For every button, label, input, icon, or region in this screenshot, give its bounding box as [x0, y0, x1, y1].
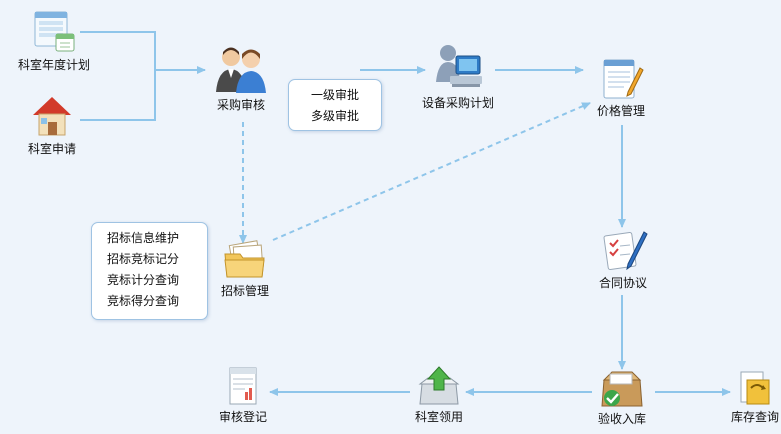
- node-annual-plan[interactable]: 科室年度计划: [12, 10, 96, 72]
- purchase-review-label: 采购审核: [216, 98, 265, 112]
- calendar-plan-icon: [34, 11, 75, 52]
- price-management-label: 价格管理: [596, 104, 645, 118]
- tender-function-1[interactable]: 招标信息维护: [107, 231, 180, 245]
- node-dept-request[interactable]: 科室申请: [18, 94, 86, 156]
- node-receipt-storage[interactable]: 验收入库: [583, 370, 661, 426]
- node-review-register[interactable]: 审核登记: [207, 366, 279, 424]
- equipment-plan-label: 设备采购计划: [421, 96, 494, 110]
- dept-request-label: 科室申请: [27, 142, 76, 156]
- computer-user-icon: [436, 45, 482, 87]
- box-upload-icon: [418, 366, 460, 405]
- node-inventory-query[interactable]: 库存查询: [726, 366, 781, 424]
- annual-plan-label: 科室年度计划: [17, 58, 90, 72]
- node-price-management[interactable]: 价格管理: [586, 58, 656, 118]
- node-equipment-plan[interactable]: 设备采购计划: [416, 42, 500, 110]
- document-edit-icon: [603, 59, 644, 99]
- dept-requisition-label: 科室领用: [414, 410, 463, 424]
- connector-plan-to-review: [80, 31, 156, 70]
- people-reviewers-icon: [216, 47, 266, 93]
- box-check-icon: [601, 371, 643, 407]
- tender-functions-bubble: 招标信息维护 招标竞标记分 竞标计分查询 竞标得分查询: [91, 222, 208, 320]
- arrow-tender-to-price: [272, 102, 591, 241]
- tender-function-3[interactable]: 竞标计分查询: [107, 273, 180, 287]
- connector-request-to-review: [80, 70, 156, 121]
- receipt-storage-label: 验收入库: [597, 412, 646, 426]
- review-register-label: 审核登记: [218, 410, 267, 424]
- contract-agreement-label: 合同协议: [598, 276, 647, 290]
- report-sheet-icon: [229, 367, 257, 405]
- tender-function-4[interactable]: 竞标得分查询: [107, 294, 180, 308]
- review-level-1[interactable]: 一级审批: [311, 88, 360, 102]
- folder-documents-icon: [224, 240, 265, 278]
- house-icon: [33, 97, 71, 136]
- tender-management-label: 招标管理: [220, 284, 269, 298]
- inventory-folder-icon: [740, 371, 770, 405]
- tender-function-2[interactable]: 招标竞标记分: [107, 252, 180, 266]
- node-tender-management[interactable]: 招标管理: [212, 240, 278, 298]
- node-contract-agreement[interactable]: 合同协议: [588, 228, 658, 290]
- inventory-query-label: 库存查询: [730, 410, 779, 424]
- node-dept-requisition[interactable]: 科室领用: [400, 366, 478, 424]
- review-level-2[interactable]: 多级审批: [311, 109, 360, 123]
- contract-pen-icon: [603, 231, 648, 271]
- review-levels-bubble: 一级审批 多级审批: [288, 79, 382, 131]
- node-purchase-review[interactable]: 采购审核: [205, 44, 277, 112]
